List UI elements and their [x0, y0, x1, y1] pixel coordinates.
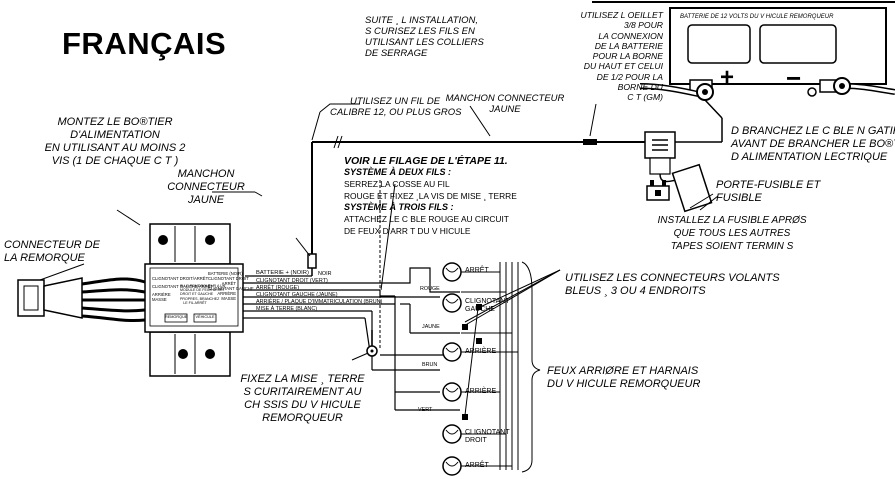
wire-label-battery: BATTERIE + (NOIR) — [256, 270, 309, 276]
wire-label-tail: ARRIÈRE / PLAQUE D'IMMATRICULATION (BRUN… — [256, 299, 383, 305]
module-left-labels: CLIGNOTANT DROIT/ARRÊT CLIGNOTANT GAUCHE… — [152, 276, 213, 302]
secure-wires-note: SUITE ¸ L INSTALLATION,S CURISEZ LES FIL… — [365, 15, 484, 59]
step11-instructions: VOIR LE FILAGE DE L'ÉTAPE 11. SYSTÈME À … — [344, 155, 517, 236]
power-wire — [245, 135, 645, 277]
lamp-label-stop-right: ARRÊT — [465, 462, 489, 469]
wire-label-stop: ARRÊT (ROUGE) — [256, 285, 300, 291]
leader-lines — [39, 103, 719, 416]
wire-label-left-turn: CLIGNOTANT GAUCHE (JAUNE) — [256, 292, 338, 298]
ground-terminal — [366, 330, 378, 357]
wire-label-right-turn: CLIGNOTANT DROIT (VERT) — [256, 278, 328, 284]
battery-cables — [639, 77, 895, 143]
module-right-labels: BATTERIE (NOIR) CLIGNOTANT DROIT ARRÊT C… — [208, 271, 254, 301]
lamp-label-stop-left: ARRÊT — [465, 267, 489, 274]
page-title: FRANÇAIS — [62, 26, 227, 61]
lamp-label-tail-1: ARRIÈRE — [465, 348, 497, 355]
module-btn-vehicule: VÉHICULE — [195, 315, 215, 319]
wire-label-ground: MISE À TERRE (BLANC) — [256, 306, 318, 312]
trailer-plug — [17, 277, 146, 322]
wire-label-vert: VERT — [418, 407, 433, 413]
battery-plus: + — [720, 64, 735, 91]
wire-label-noir: NOIR — [318, 271, 332, 277]
battery — [669, 7, 887, 93]
battery-minus: − — [786, 63, 802, 93]
splice-connectors — [462, 304, 482, 420]
power-module — [144, 223, 244, 377]
fuse-holder — [644, 131, 713, 213]
lamp-label-turn-left: CLIGNOTANT GAUCHE — [465, 298, 510, 313]
wire-label-rouge: ROUGE — [420, 286, 440, 292]
lamps — [442, 262, 462, 476]
lamp-label-tail-2: ARRIÈRE — [465, 388, 497, 395]
vehicle-harness — [461, 261, 541, 473]
disconnect-negative-note: D BRANCHEZ LE C BLE N GATIF (-)AVANT DE … — [731, 125, 895, 163]
wire-label-brun: BRUN — [422, 362, 438, 368]
battery-label: BATTERIE DE 12 VOLTS DU V HICULE REMORQU… — [680, 14, 834, 20]
module-btn-remorque: REMORQUE — [165, 315, 188, 319]
wire-label-jaune: JAUNE — [422, 324, 440, 330]
lamp-label-turn-right: CLIGNOTANT DROIT — [465, 429, 510, 444]
